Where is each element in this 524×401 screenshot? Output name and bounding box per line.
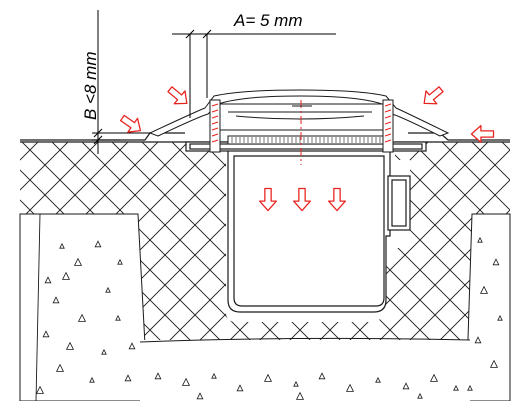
aggregate-speckle — [318, 372, 326, 380]
dimension-b — [92, 10, 150, 154]
inflow-arrow-right-high-icon — [423, 86, 444, 105]
aggregate-speckle — [105, 286, 111, 293]
aggregate-speckle — [77, 313, 87, 322]
aggregate-speckle — [42, 330, 50, 338]
concrete-pocket-left — [19, 213, 149, 401]
drain-body — [227, 149, 411, 313]
aggregate-speckle — [124, 374, 132, 382]
aggregate-speckle — [479, 285, 489, 294]
aggregate-speckle — [101, 348, 107, 355]
drain-grate — [148, 89, 450, 145]
aggregate-speckle — [44, 276, 52, 284]
aggregate-speckle — [52, 296, 60, 304]
centre-line — [292, 100, 312, 165]
inflow-arrow-right-low-icon — [470, 124, 495, 144]
aggregate-speckle — [211, 372, 217, 379]
aggregate-speckle — [128, 342, 136, 350]
grate-slots — [231, 137, 381, 143]
outflow-arrow-3-icon — [327, 187, 347, 212]
aggregate-speckle — [117, 258, 123, 265]
aggregate-speckle — [61, 271, 71, 280]
aggregate-speckle — [89, 376, 95, 383]
aggregate-speckle — [59, 242, 65, 249]
aggregate-speckle — [65, 341, 75, 350]
dimension-b-label: B <8 mm — [81, 52, 100, 121]
concrete-base — [139, 337, 471, 401]
fixing-screw-left — [209, 99, 221, 153]
aggregate-speckle — [453, 384, 459, 391]
aggregate-speckle — [477, 236, 483, 243]
aggregate-speckle — [94, 240, 102, 248]
aggregate-speckle — [417, 392, 423, 399]
inflow-arrow-left-low-icon — [119, 114, 142, 133]
aggregate-speckle — [345, 383, 355, 392]
aggregate-speckles — [35, 236, 503, 400]
aggregate-speckle — [402, 382, 410, 390]
aggregate-speckle — [55, 363, 65, 372]
aggregate-speckle — [293, 380, 299, 387]
fixing-screw-right — [382, 99, 394, 153]
aggregate-speckle — [375, 376, 381, 383]
aggregate-speckle — [236, 384, 244, 392]
aggregate-speckle — [467, 384, 473, 391]
flow-arrows — [119, 86, 495, 212]
aggregate-speckle — [497, 314, 503, 321]
dimension-a-label: A= 5 mm — [233, 11, 303, 30]
aggregate-speckle — [35, 385, 45, 394]
aggregate-speckle — [73, 257, 83, 266]
aggregate-speckle — [429, 373, 439, 382]
aggregate-speckle — [196, 392, 204, 400]
aggregate-speckle — [263, 373, 273, 382]
aggregate-speckle — [115, 314, 121, 321]
aggregate-speckle — [295, 391, 305, 400]
concrete-pocket-right — [465, 213, 511, 401]
dimension-a — [172, 29, 336, 118]
aggregate-speckle — [181, 377, 191, 386]
aggregate-speckle — [492, 258, 500, 266]
inflow-arrow-left-high-icon — [167, 86, 188, 105]
aggregate-speckle — [154, 372, 162, 380]
outflow-arrow-1-icon — [258, 187, 278, 212]
aggregate-speckle — [474, 336, 482, 344]
outflow-arrow-2-icon — [292, 187, 312, 212]
aggregate-speckle — [489, 359, 499, 368]
